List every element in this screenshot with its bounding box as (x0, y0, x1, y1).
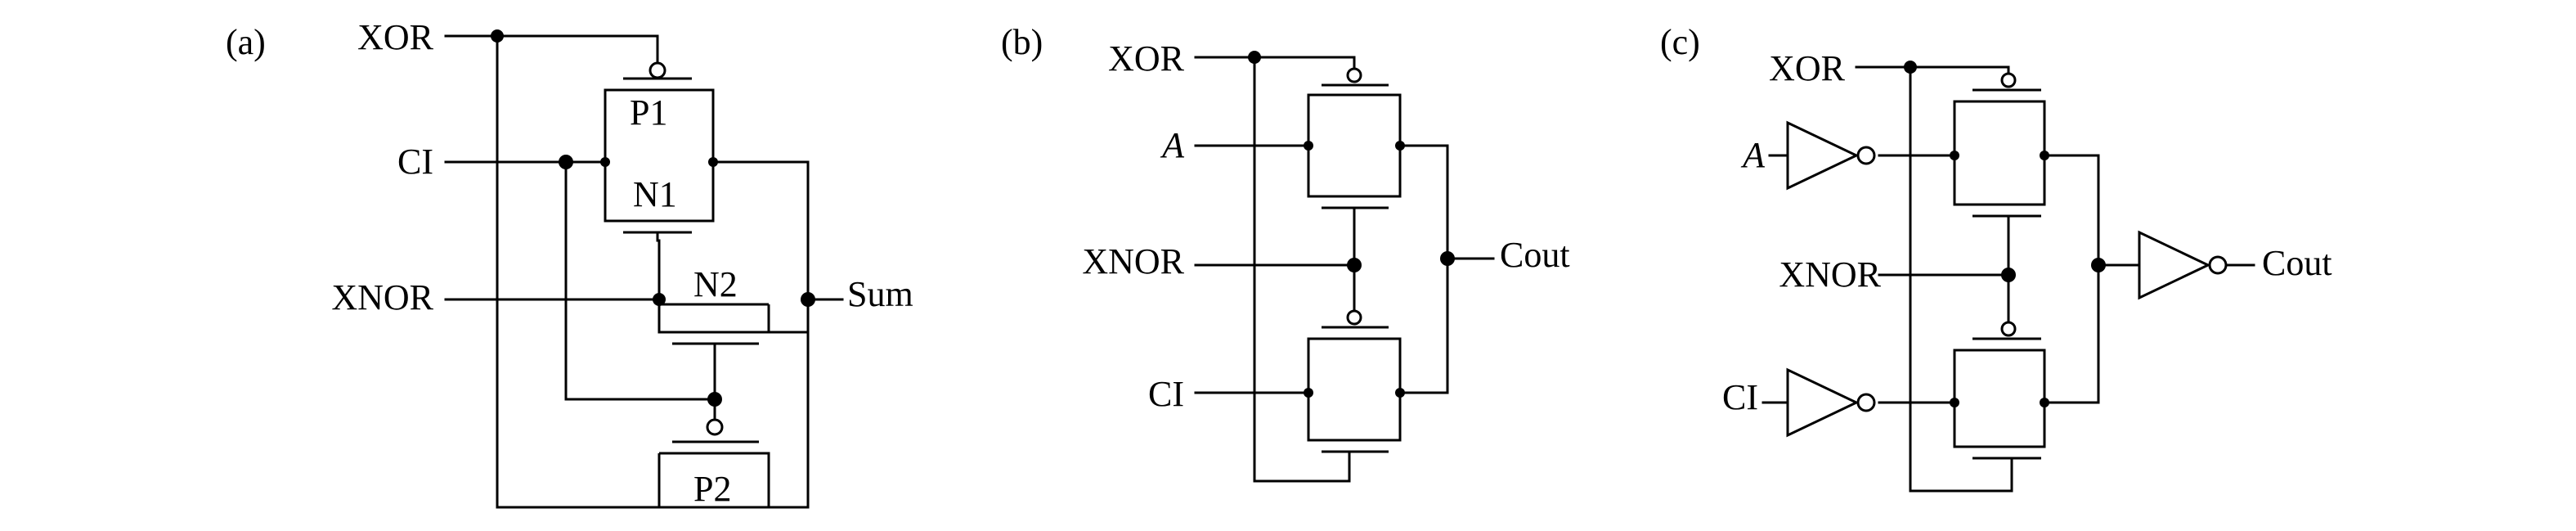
panel-b-cout-label: Cout (1500, 235, 1570, 275)
panel-a-transistor-n2: N2 (657, 264, 770, 401)
p1-label: P1 (630, 92, 667, 133)
panel-a-label: (a) (226, 22, 266, 62)
p2-label: P2 (693, 469, 731, 509)
panel-b: (b) XOR A XNOR CI Cout (1001, 22, 1570, 483)
panel-c-xor-label: XOR (1769, 48, 1846, 88)
panel-b-junctions (1248, 51, 1455, 398)
panel-c-a-label: A (1740, 135, 1766, 175)
panel-c-label: (c) (1660, 22, 1700, 62)
panel-a: (a) XOR CI XNOR Sum P1 N1 (226, 17, 913, 509)
panel-c-inverter-ci (1786, 367, 1876, 438)
panel-a-xor-label: XOR (357, 17, 434, 57)
panel-b-xor-label: XOR (1108, 38, 1185, 79)
panel-b-upper-tgate (1307, 67, 1402, 216)
panel-a-transistor-p2: P2 (657, 418, 770, 509)
panel-c-junctions (1904, 61, 2106, 407)
panel-a-junctions (491, 29, 815, 407)
panel-c-inverter-out (2138, 230, 2228, 300)
panel-b-label: (b) (1001, 22, 1043, 62)
panel-a-xnor-label: XNOR (331, 277, 433, 317)
n2-label: N2 (693, 264, 738, 304)
panel-b-a-label: A (1160, 125, 1185, 165)
panel-c-xnor-label: XNOR (1779, 254, 1881, 295)
panel-c-upper-tgate (1953, 72, 2046, 224)
n1-label: N1 (633, 174, 677, 214)
panel-c-ci-label: CI (1722, 377, 1758, 417)
panel-b-ci-label: CI (1148, 374, 1184, 414)
panel-b-lower-tgate (1307, 309, 1402, 465)
panel-a-tgate-p1-n1: P1 N1 (604, 61, 715, 242)
panel-c-cout-label: Cout (2262, 243, 2332, 283)
panel-b-wires (1194, 56, 1495, 483)
panel-a-ci-label: CI (397, 142, 433, 182)
panel-c: (c) XOR A XNOR CI Cout (1660, 22, 2332, 493)
panel-c-inverter-a (1786, 120, 1876, 191)
panel-c-lower-tgate (1953, 321, 2046, 471)
panel-a-sum-label: Sum (847, 274, 913, 314)
panel-b-xnor-label: XNOR (1082, 241, 1184, 281)
